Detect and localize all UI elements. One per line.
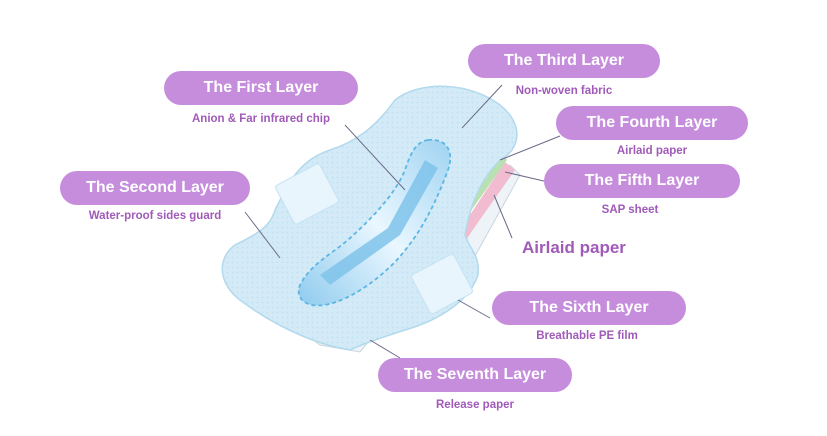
layer-5-material: SAP sheet (601, 204, 659, 216)
layer-7-title: The Seventh Layer (378, 358, 572, 392)
leader-line-sixth (457, 299, 491, 319)
layer-2-title: The Second Layer (60, 171, 250, 205)
leader-line-seventh (369, 339, 401, 359)
leader-line-airlaid (493, 194, 513, 239)
wing-patch-right (411, 253, 473, 315)
leader-line-third (461, 84, 503, 129)
leader-line-fourth (499, 135, 561, 161)
layer-3-title: The Third Layer (468, 44, 660, 78)
layer-1-material: Anion & Far infrared chip (191, 113, 330, 125)
leader-lines (244, 84, 561, 359)
layer-3-material: Non-woven fabric (515, 85, 613, 97)
layer-1-title: The First Layer (164, 71, 358, 105)
leader-line-first (344, 124, 406, 191)
leader-line-fifth (504, 171, 549, 183)
airlaid-paper-label: Airlaid paper (522, 238, 626, 257)
layer-5-title: The Fifth Layer (544, 164, 740, 198)
layer-6-material: Breathable PE film (536, 330, 638, 342)
layer-2-material: Water-proof sides guard (88, 210, 222, 222)
layer-6-title: The Sixth Layer (492, 291, 686, 325)
wing-patch-left (275, 163, 339, 225)
layer-4-material: Airlaid paper (616, 145, 688, 157)
core-chip-strip (320, 160, 438, 285)
layer-7-material: Release paper (436, 399, 514, 411)
leader-line-second (244, 211, 281, 259)
layer-4-title: The Fourth Layer (556, 106, 748, 140)
